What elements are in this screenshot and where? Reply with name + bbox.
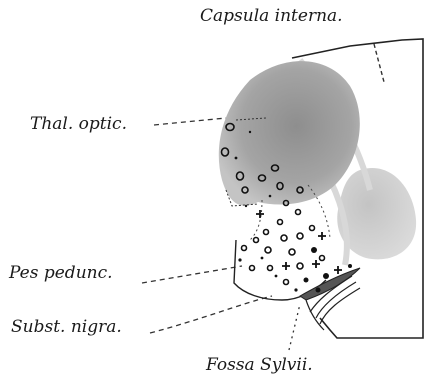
subst-leader-line bbox=[150, 296, 272, 333]
capsula-interna-label: Capsula interna. bbox=[200, 8, 343, 25]
fossa-sylvii-label: Fossa Sylvii. bbox=[206, 357, 313, 374]
thal-optic-label: Thal. optic. bbox=[30, 116, 127, 133]
substantia-nigra bbox=[300, 268, 360, 300]
pes-pedunc-label: Pes pedunc. bbox=[9, 265, 113, 282]
thal-leader-line bbox=[154, 118, 226, 125]
cross-markers bbox=[256, 210, 342, 274]
capsula-interna-line bbox=[374, 44, 384, 82]
subst-nigra-label: Subst. nigra. bbox=[11, 319, 122, 336]
lower-wall bbox=[306, 300, 324, 330]
pes-leader-line bbox=[142, 266, 242, 283]
thalamus-opticus bbox=[219, 61, 360, 206]
fossa-leader-line bbox=[289, 304, 300, 350]
